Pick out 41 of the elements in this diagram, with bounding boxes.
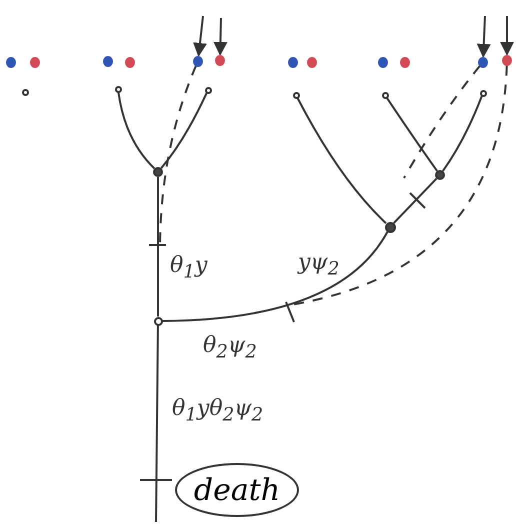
branch-line [160,92,208,169]
allele-dot [478,56,488,68]
arrow [476,16,491,58]
allele-dot [400,56,410,68]
branch-line [155,326,159,522]
allele-dot [30,56,40,68]
allele-dot [215,54,225,66]
branch-line [157,177,159,316]
allele-dot [307,56,317,68]
tip-node [480,90,486,96]
branch-node [153,167,163,177]
allele-dot [288,56,298,68]
branch-label: θ$_{1}$yθ$_{2}$ψ$_{2}$ [172,398,264,425]
branch-line [296,98,387,224]
branch-line [393,178,438,224]
arrow [213,18,228,56]
allele-dot [502,54,512,66]
branch-node [435,170,445,180]
tip-node [292,92,300,98]
branch-node [154,316,162,326]
branch-line [442,96,483,172]
arrow [193,16,207,57]
allele-dot [103,56,113,66]
branch-node [384,222,396,232]
branch-label: θ$_{1}$y [170,255,208,282]
tip-node [204,86,212,94]
node-label: death [194,472,280,508]
allele-dot [6,56,16,68]
branch-line [117,92,156,170]
branch-label: yψ$_{2}$ [298,252,340,279]
arrow [500,16,514,56]
tip-node [114,86,122,92]
dashed-line [403,65,480,178]
tip-node [382,92,388,98]
branch-label: θ$_{2}$ψ$_{2}$ [203,335,257,362]
allele-dot [125,56,135,68]
tip-node [22,88,28,96]
branch-line [162,231,388,322]
branch-line [386,97,438,172]
allele-dot [193,56,203,66]
allele-dot [378,56,388,68]
